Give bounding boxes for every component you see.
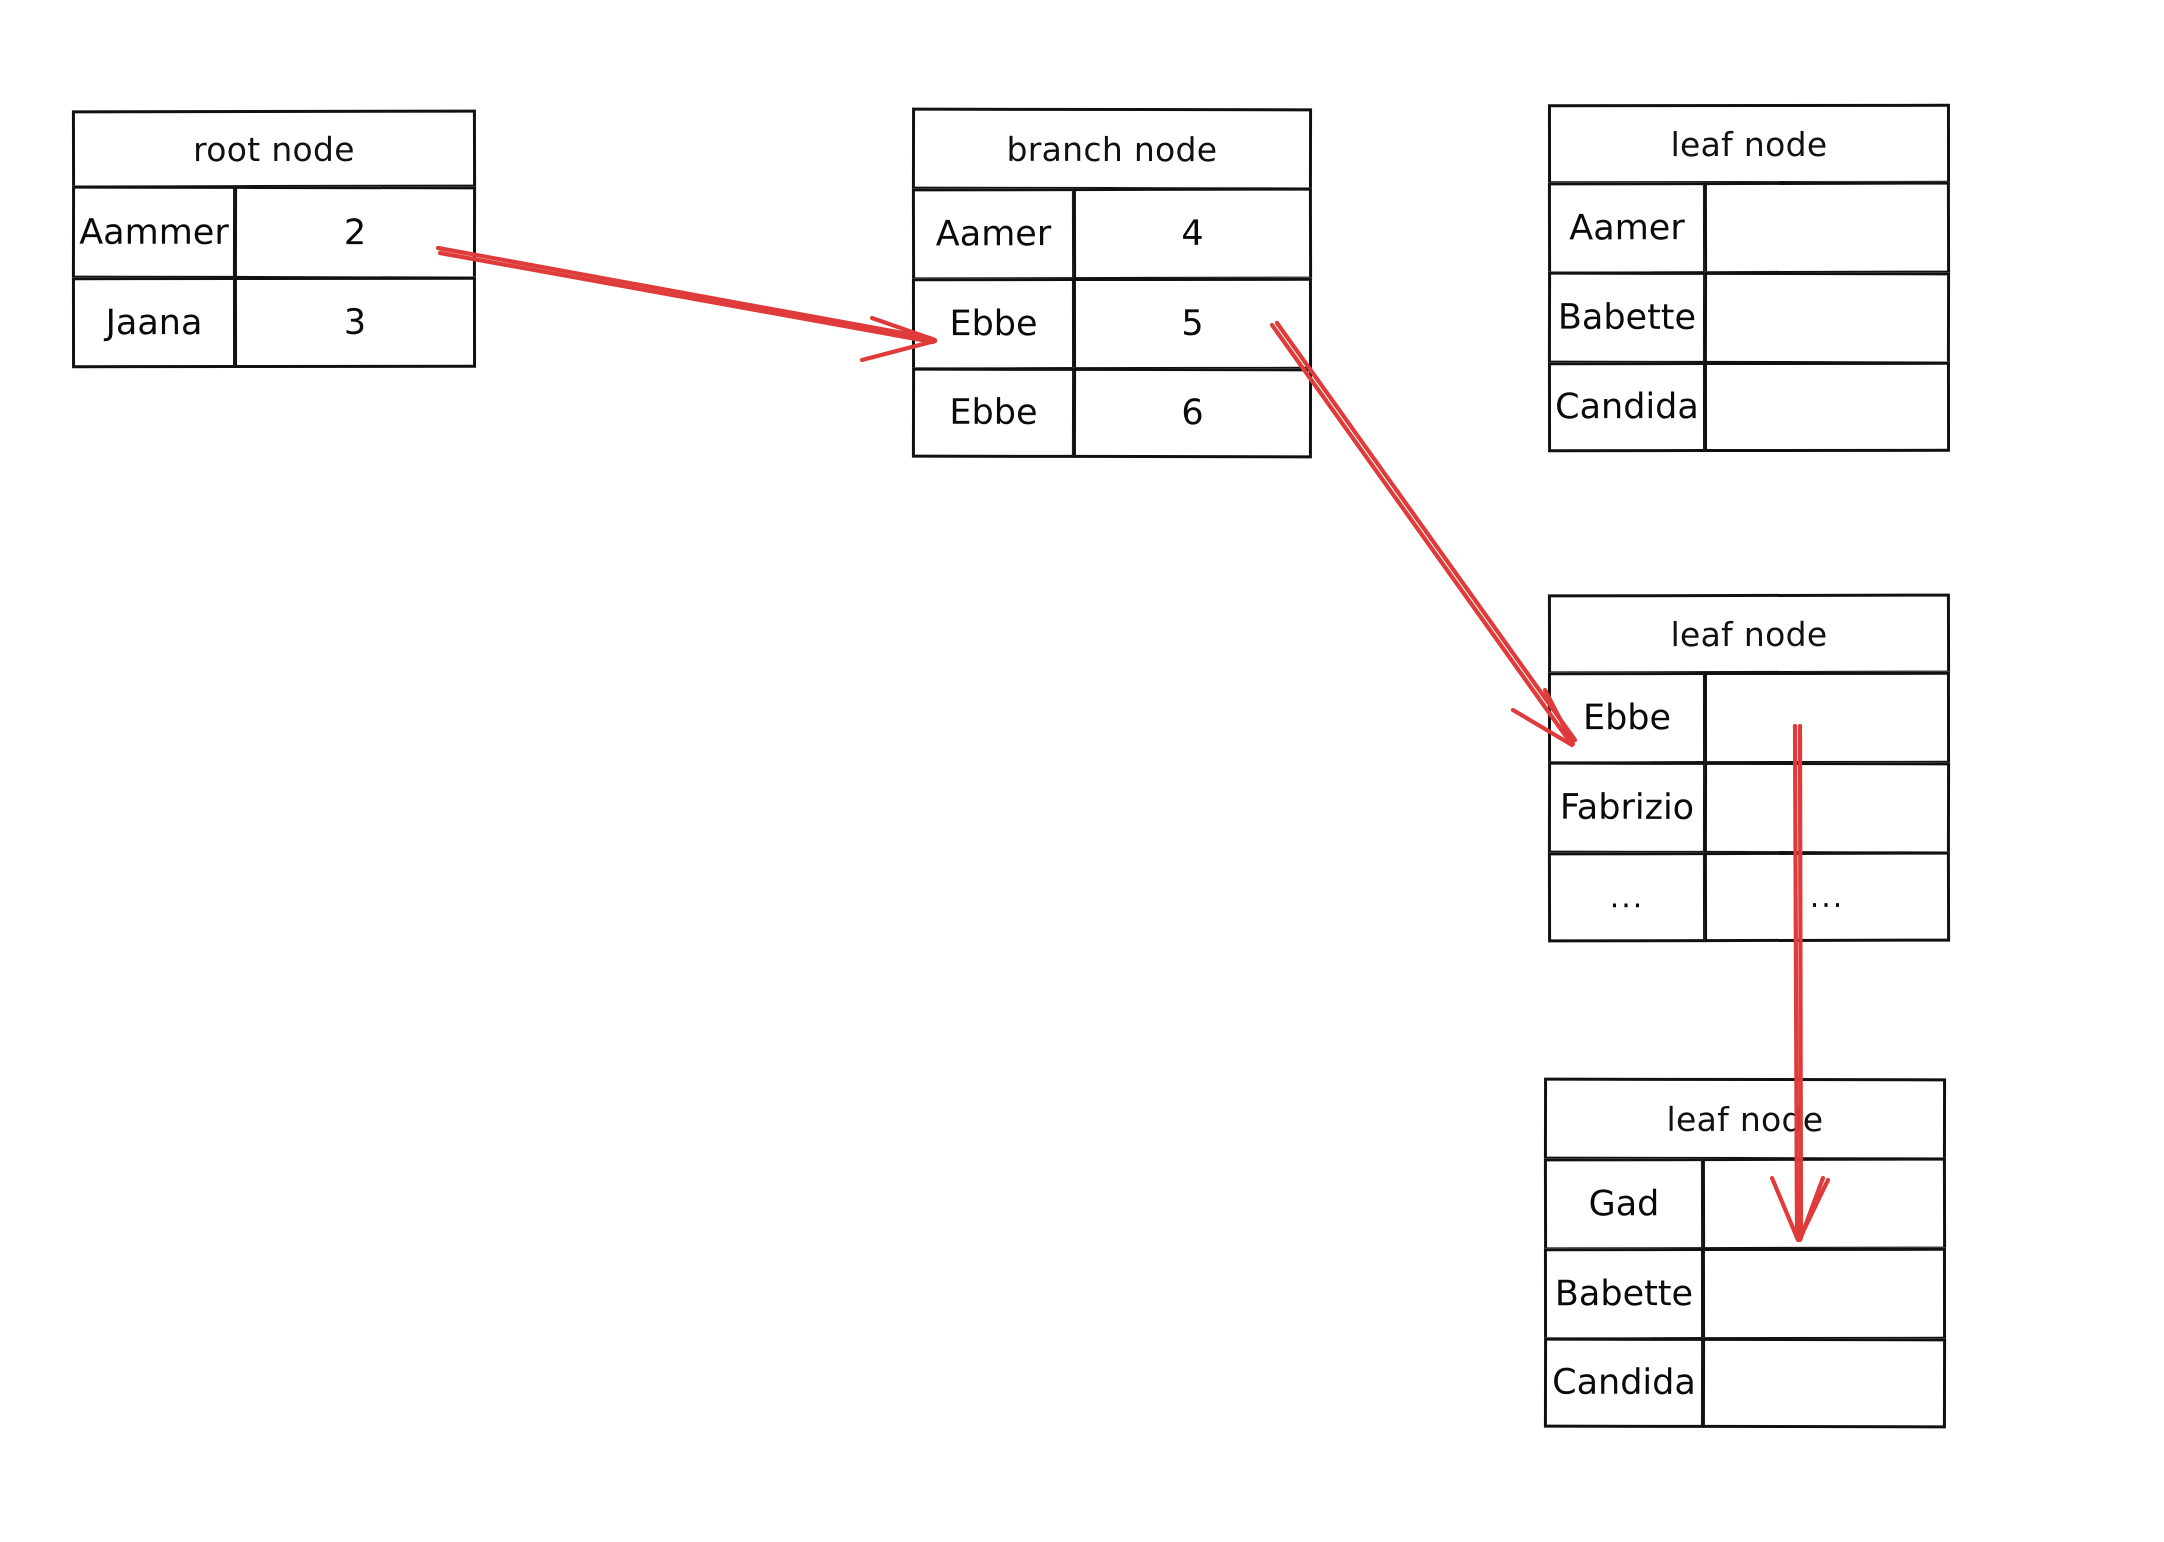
table-row: Babette	[1547, 271, 1951, 365]
table-row: Ebbe 5	[911, 277, 1313, 371]
leaf2-row-0-value	[1703, 671, 1951, 765]
table-row: Aamer 4	[911, 187, 1313, 281]
root-row-1-value: 3	[233, 276, 477, 369]
leaf1-row-0-key: Aamer	[1547, 182, 1707, 275]
branch-node-header: branch node	[911, 107, 1313, 191]
root-row-0-key: Aammer	[71, 185, 237, 279]
leaf1-row-0-value	[1703, 181, 1951, 275]
leaf3-row-0-key: Gad	[1543, 1158, 1705, 1251]
leaf3-row-2-key: Candida	[1543, 1337, 1705, 1428]
leaf1-row-1-key: Babette	[1547, 271, 1707, 364]
table-row: Ebbe	[1547, 671, 1951, 765]
leaf1-row-2-value	[1703, 361, 1951, 453]
leaf2-row-2-key: ...	[1547, 852, 1707, 943]
table-row: Aammer 2	[71, 185, 477, 280]
leaf-node-3: leaf node Gad Babette Candida	[1543, 1077, 1947, 1429]
table-row: Gad	[1543, 1157, 1947, 1251]
leaf1-row-1-value	[1703, 271, 1951, 365]
leaf3-row-1-key: Babette	[1543, 1248, 1705, 1341]
root-row-1-key: Jaana	[71, 277, 237, 369]
table-row: Candida	[1543, 1337, 1947, 1429]
table-row: Candida	[1547, 361, 1951, 453]
table-row: Jaana 3	[71, 276, 477, 369]
root-node: root node Aammer 2 Jaana 3	[71, 109, 477, 369]
table-row: ... ...	[1547, 851, 1951, 943]
leaf2-row-1-value	[1703, 761, 1951, 855]
leaf-node-2: leaf node Ebbe Fabrizio ... ...	[1547, 593, 1951, 943]
leaf-node-1-header: leaf node	[1547, 103, 1951, 185]
table-row: Babette	[1543, 1247, 1947, 1341]
table-row: Ebbe 6	[911, 367, 1313, 459]
leaf3-row-0-value	[1701, 1157, 1947, 1251]
branch-row-0-key: Aamer	[911, 188, 1076, 281]
arrow-root-to-branch	[435, 245, 938, 363]
arrow-branch-to-leaf2	[1269, 320, 1578, 748]
root-row-0-value: 2	[233, 185, 477, 280]
branch-row-2-key: Ebbe	[911, 367, 1076, 458]
branch-row-1-value: 5	[1072, 277, 1313, 371]
leaf2-row-2-value: ...	[1703, 851, 1951, 943]
leaf3-row-1-value	[1701, 1247, 1947, 1341]
branch-row-0-value: 4	[1072, 187, 1313, 281]
leaf-node-3-header: leaf node	[1543, 1077, 1947, 1161]
table-row: Fabrizio	[1547, 761, 1951, 855]
leaf1-row-2-key: Candida	[1547, 362, 1707, 453]
leaf-node-2-header: leaf node	[1547, 593, 1951, 675]
root-node-header: root node	[71, 109, 477, 189]
leaf2-row-0-key: Ebbe	[1547, 672, 1707, 765]
branch-row-1-key: Ebbe	[911, 278, 1076, 371]
table-row: Aamer	[1547, 181, 1951, 275]
leaf3-row-2-value	[1701, 1337, 1947, 1429]
branch-node: branch node Aamer 4 Ebbe 5 Ebbe 6	[911, 107, 1313, 459]
leaf-node-1: leaf node Aamer Babette Candida	[1547, 103, 1951, 453]
branch-row-2-value: 6	[1072, 367, 1313, 459]
leaf2-row-1-key: Fabrizio	[1547, 761, 1707, 854]
